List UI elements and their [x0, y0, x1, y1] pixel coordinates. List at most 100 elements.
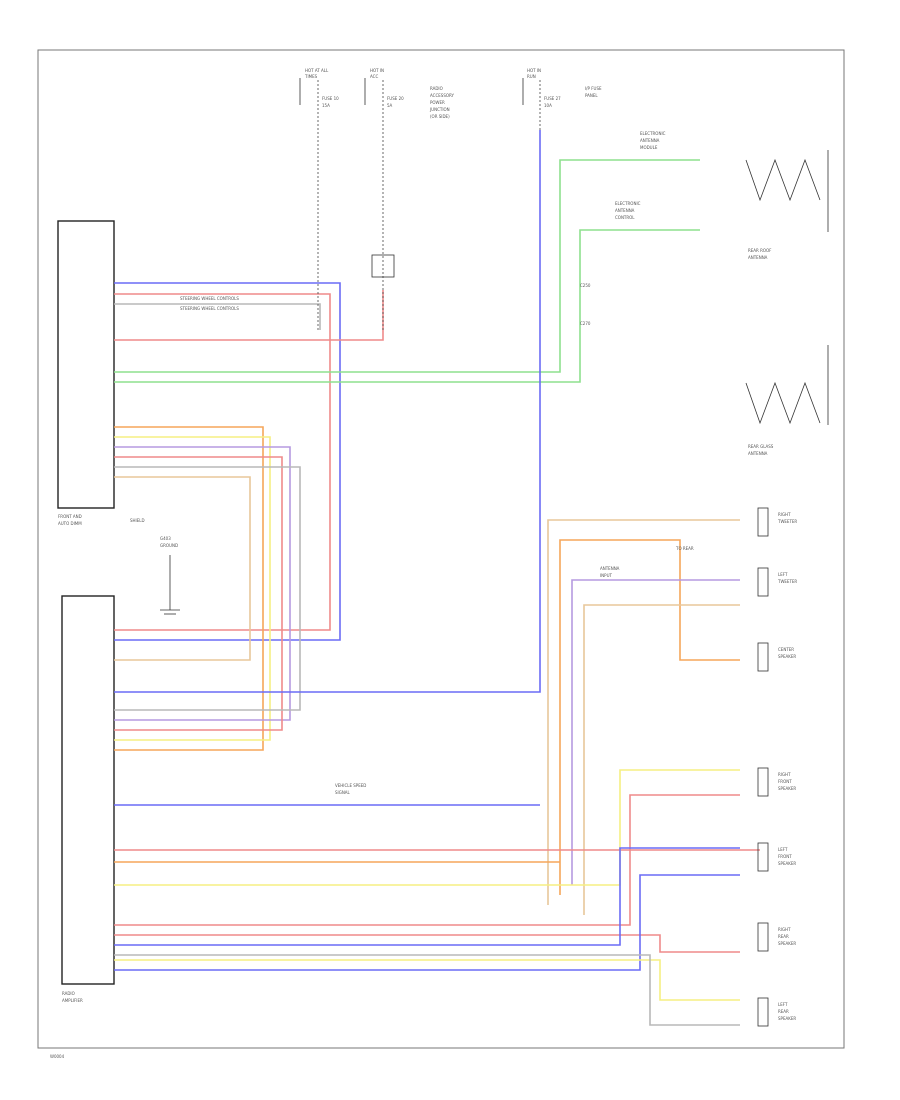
- antenna-connector-1: C270: [580, 321, 591, 326]
- wire-yellow-1: [114, 436, 271, 741]
- fuse-note-0-0: RADIO: [430, 86, 443, 91]
- head-unit-label-1: FRONT AND: [58, 514, 82, 519]
- speaker-label: RIGHT: [778, 927, 791, 932]
- wire-blue-top: [114, 282, 341, 641]
- speaker-label: CENTER: [778, 647, 794, 652]
- antenna-in-1: ANTENNA: [600, 566, 620, 571]
- speaker-label: LEFT: [778, 847, 788, 852]
- fuse-detail-2-a: FUSE 27: [544, 96, 561, 101]
- speaker-icon: [757, 922, 769, 952]
- antenna-connector-0: C250: [580, 283, 591, 288]
- footer-label: W0004: [50, 1054, 65, 1059]
- shield-label: SHIELD: [130, 518, 145, 523]
- antenna-label-0-1: ANTENNA: [640, 138, 660, 143]
- fuse-note-0-4: (OR SIDE): [430, 114, 450, 119]
- speaker-icon: [757, 642, 769, 672]
- speaker-label: SPEAKER: [778, 861, 796, 866]
- wire-yellow-amp: [114, 769, 740, 886]
- fuse-note-0-2: POWER: [430, 100, 445, 105]
- diagram-frame: [37, 49, 845, 1049]
- steering-note-1: STEERING WHEEL CONTROLS: [180, 296, 239, 301]
- head-unit-box: [57, 220, 115, 509]
- wire-red-amp2: [114, 794, 740, 926]
- speaker-label: FRONT: [778, 854, 792, 859]
- fuse-detail-1-b: 5A: [387, 103, 393, 108]
- wire-yellow-amp2: [114, 959, 740, 1001]
- speaker-icon: [757, 767, 769, 797]
- wire-red-2: [114, 456, 283, 731]
- speaker-label: LEFT: [778, 572, 788, 577]
- antenna-label-1-0: ELECTRONIC: [615, 201, 641, 206]
- antenna-in-2: INPUT: [600, 573, 613, 578]
- rear-antenna-0-a: REAR ROOF: [748, 248, 772, 253]
- speaker-label: LEFT: [778, 1002, 788, 1007]
- speaker-label: TWEETER: [777, 579, 797, 584]
- rear-label: TO REAR: [675, 546, 694, 551]
- fuse-hot-run-2: RUN: [527, 74, 536, 79]
- ground-label-1: G403: [160, 536, 171, 541]
- fuse-hot-all-2: TIMES: [304, 74, 318, 79]
- rear-antenna-1-b: ANTENNA: [748, 451, 768, 456]
- fuse-detail-0-b: 15A: [322, 103, 330, 108]
- speaker-label: SPEAKER: [778, 1016, 796, 1021]
- speaker-label: REAR: [778, 934, 789, 939]
- speaker-label: FRONT: [778, 779, 792, 784]
- wire-blue-amp2: [114, 874, 740, 971]
- rear-antenna-1-a: REAR GLASS: [748, 444, 774, 449]
- fuse-hot-acc-1: HOT IN: [370, 68, 384, 73]
- fuse-detail-0-a: FUSE 10: [322, 96, 339, 101]
- fuse-note-1-1: PANEL: [585, 93, 598, 98]
- speed-signal-2: SIGNAL: [335, 790, 351, 795]
- fuse-hot-all-1: HOT AT ALL: [305, 68, 329, 73]
- antenna-label-0-0: ELECTRONIC: [640, 131, 666, 136]
- antenna-label-0-2: MODULE: [640, 145, 658, 150]
- fuse-note-0-1: ACCESSORY: [430, 93, 455, 98]
- head-unit-label-2: AUTO DIMM: [58, 521, 82, 526]
- ground-icon: [160, 555, 180, 615]
- amplifier-box: [61, 595, 115, 985]
- wire-red-top: [114, 293, 331, 631]
- wire-orange-1: [114, 426, 264, 751]
- wire-blue-amp: [114, 847, 740, 946]
- speaker-icon: [757, 507, 769, 537]
- fuse-detail-2-b: 10A: [544, 103, 552, 108]
- wire-green-2: [114, 229, 700, 383]
- steering-note-2: STEERING WHEEL CONTROLS: [180, 306, 239, 311]
- wire-blue-antenna: [114, 130, 541, 693]
- antenna-section: ELECTRONIC ANTENNA MODULE ELECTRONIC ANT…: [580, 131, 829, 456]
- wire-pink-fuse: [114, 290, 384, 341]
- wire-green-1: [114, 159, 700, 373]
- wire-gray-amp: [114, 954, 740, 1026]
- antenna-label-1-1: ANTENNA: [615, 208, 635, 213]
- fuse-note-1-0: I/P FUSE: [585, 86, 602, 91]
- wire-orange-spk: [559, 539, 740, 895]
- amplifier-label-1: RADIO: [62, 991, 75, 996]
- speaker-icon: [757, 567, 769, 597]
- speaker-label: REAR: [778, 1009, 789, 1014]
- wire-tan-1: [114, 476, 251, 661]
- wire-gray-2: [114, 466, 301, 711]
- amplifier-label-2: AMPLIFIER: [62, 998, 83, 1003]
- fuse-detail-1-a: FUSE 20: [387, 96, 404, 101]
- antenna-label-1-2: CONTROL: [615, 215, 635, 220]
- speaker-label: TWEETER: [777, 519, 797, 524]
- speaker-label: RIGHT: [778, 772, 791, 777]
- wire-tan-spk1: [547, 519, 740, 905]
- ground-label-2: GROUND: [160, 543, 178, 548]
- wire-gray-top: [114, 303, 321, 330]
- speed-signal-1: VEHICLE SPEED: [335, 783, 366, 788]
- speaker-label: RIGHT: [778, 512, 791, 517]
- fuse-hot-run-1: HOT IN: [527, 68, 541, 73]
- rear-antenna-0-b: ANTENNA: [748, 255, 768, 260]
- fuse-note-0-3: JUNCTION: [429, 107, 450, 112]
- speaker-group: RIGHT TWEETER LEFT TWEETER CENTER SPEAKER RIGH…: [757, 507, 797, 1027]
- speaker-label: SPEAKER: [778, 654, 796, 659]
- speaker-label: SPEAKER: [778, 786, 796, 791]
- inline-fuse: [371, 254, 395, 278]
- speaker-icon: [757, 842, 769, 872]
- wire-group: [114, 130, 760, 1026]
- wire-violet-1: [114, 446, 291, 721]
- wire-red-amp3: [114, 934, 740, 953]
- wire-violet-spk: [571, 579, 740, 885]
